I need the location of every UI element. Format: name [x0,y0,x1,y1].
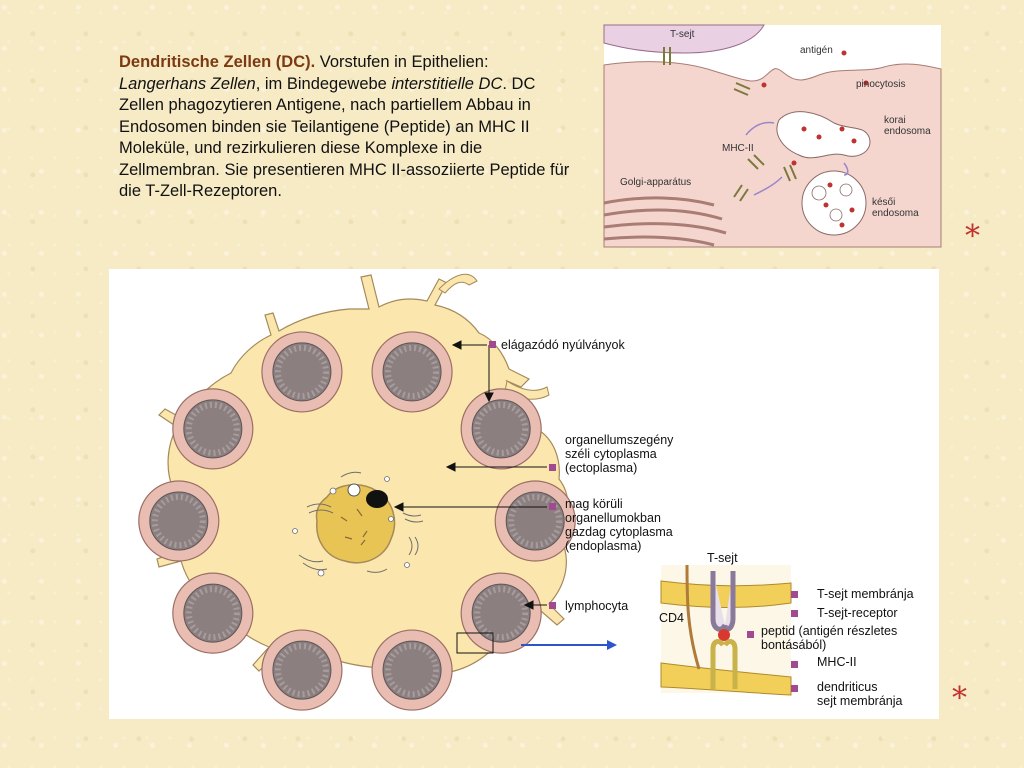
intro-text-3: . DC Zellen phagozytieren Antigene, nach… [119,74,570,201]
intro-text-1: Vorstufen in Epithelien: [315,53,489,71]
label-early-endosome: korai endosoma [884,115,931,137]
label-mhc2-top: MHC-II [722,143,754,154]
star-marker-2: * [952,681,967,716]
dendritic-cell-figure: elágazódó nyúlványok organellumszegény s… [109,269,939,719]
antigen-processing-drawing [603,24,942,248]
marker-ectoplasm [549,464,556,471]
inset-marker-t-receptor [791,610,798,617]
inset-label-t-receptor: T-sejt-receptor [817,606,898,620]
label-golgi: Golgi-apparátus [620,177,692,188]
label-t-cell-top: T-sejt [670,29,695,40]
star-marker-1: * [965,219,980,254]
inset-label-mhc2: MHC-II [817,655,857,669]
lymphocyte [261,331,343,413]
intro-paragraph: Dendritische Zellen (DC). Vorstufen in E… [119,52,579,203]
inset-marker-mhc2 [791,661,798,668]
label-lymphocyte: lymphocyta [565,599,629,613]
lymphocyte [172,572,254,654]
label-ectoplasm: organellumszegény széli cytoplasma (ecto… [565,433,674,475]
marker-endoplasm [549,503,556,510]
lymphocyte [261,629,343,711]
intro-term-interstitial: interstitielle DC [391,74,503,93]
inset-marker-peptide [747,631,754,638]
marker-lymphocyte [549,602,556,609]
inset-marker-t-membrane [791,591,798,598]
lymphocyte [172,388,254,470]
intro-title: Dendritische Zellen (DC). [119,53,316,71]
lymphocyte [460,388,542,470]
marker-branching [489,341,496,348]
lymphocyte [371,331,453,413]
label-pinocytosis: pinocytosis [856,79,906,90]
inset-label-t-cell: T-sejt [707,551,738,565]
intro-text-2: , im Bindegewebe [255,74,392,93]
inset-marker-dc-membrane [791,685,798,692]
inset-label-dc-membrane: dendriticus sejt membránja [817,680,903,708]
inset-label-peptide: peptid (antigén részletes bontásából) [761,624,898,652]
intro-term-langerhans: Langerhans Zellen [119,74,256,93]
lymphocyte [460,572,542,654]
label-branching-processes: elágazódó nyúlványok [501,338,625,352]
label-late-endosome: késői endosoma [872,197,919,219]
inset-label-t-membrane: T-sejt membránja [817,587,914,601]
inset-tcr-mhc-drawing [660,564,792,696]
antigen-processing-figure: T-sejt antigén pinocytosis korai endosom… [603,24,942,248]
lymphocyte [371,629,453,711]
lymphocyte [138,480,220,562]
lymphocyte [494,480,576,562]
dendritic-cell-drawing [138,273,792,711]
label-endoplasm: mag körüli organellumokban gazdag cytopl… [565,497,673,553]
label-antigen: antigén [800,45,833,56]
inset-label-cd4: CD4 [659,611,685,625]
